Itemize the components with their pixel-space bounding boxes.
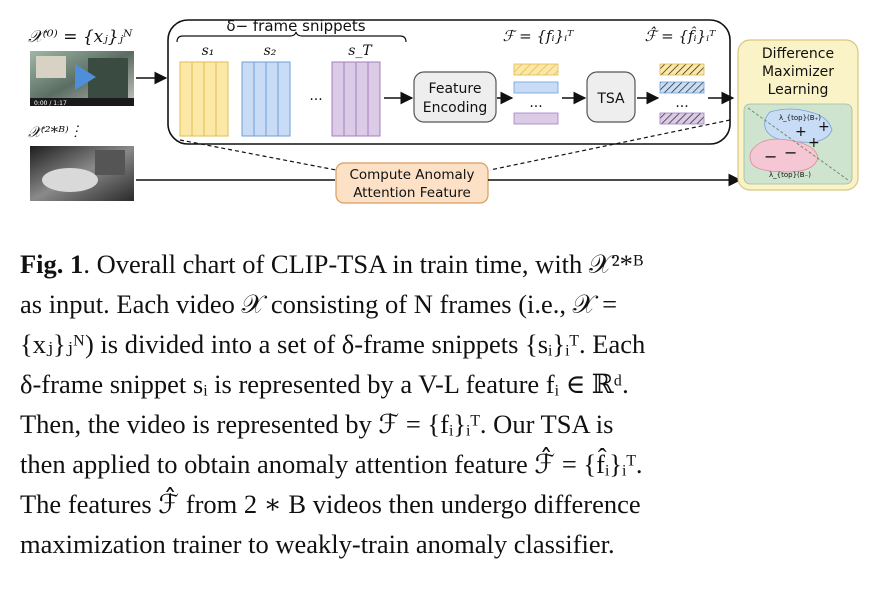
caption-line-8: maximization trainer to weakly-train ano…	[20, 529, 615, 559]
dml-score-negative: λ_{top}(B₋)	[769, 171, 811, 179]
caption-label: Fig. 1	[20, 249, 84, 279]
tsa-box: TSA	[586, 71, 636, 123]
dml-line2: Maximizer	[762, 64, 834, 80]
play-icon	[75, 64, 96, 90]
minus-icon: −	[784, 143, 797, 162]
snippet-1	[179, 61, 229, 137]
dml-score-positive: λ_{top}(B₊)	[779, 114, 821, 122]
feature-bar-T	[513, 112, 559, 125]
plus-icon: +	[818, 119, 830, 135]
features-hat-label: ℱ̂ = {f̂ᵢ}ᵢᵀ	[645, 26, 717, 45]
caption-line-7: The features ℱ̂ from 2 ∗ B videos then u…	[20, 489, 641, 519]
dml-line1: Difference	[762, 46, 834, 62]
feature-encoding-box: Feature Encoding	[413, 71, 497, 123]
normal-cluster	[764, 108, 833, 143]
compute-anomaly-line2: Attention Feature	[353, 185, 471, 201]
caption-line-4: δ-frame snippet sᵢ is represented by a V…	[20, 369, 629, 399]
dml-box: Difference Maximizer Learning λ_{top}(B₊…	[737, 39, 859, 191]
snippet-container	[167, 19, 731, 145]
snippet-2	[241, 61, 291, 137]
feature-encoding-line2: Encoding	[423, 100, 488, 116]
compute-anomaly-box: Compute Anomaly Attention Feature	[335, 162, 489, 204]
input-label-normal: 𝒳⁽⁰⁾ = {xⱼ}ⱼᴺ	[28, 27, 133, 47]
dashed-line-left	[179, 139, 337, 171]
decision-boundary	[747, 107, 849, 181]
caption-line-6: then applied to obtain anomaly attention…	[20, 449, 643, 479]
attn-feature-bar-T	[659, 112, 705, 125]
input-label-batch: 𝒳⁽²*ᴮ⁾ ⋮	[28, 123, 79, 141]
caption-line-5: Then, the video is represented by ℱ = {f…	[20, 409, 614, 439]
caption-line-1: . Overall chart of CLIP-TSA in train tim…	[83, 249, 644, 279]
feature-bar-2	[513, 81, 559, 94]
video-timestamp: 0:00 / 1:17	[34, 100, 67, 107]
plus-icon: +	[808, 135, 820, 151]
attn-feature-bar-1	[659, 63, 705, 76]
plus-icon: +	[795, 124, 807, 140]
snippet-T	[331, 61, 381, 137]
tsa-label: TSA	[596, 91, 625, 107]
caption-line-2: as input. Each video 𝒳 consisting of N f…	[20, 289, 618, 319]
attn-feature-bar-2	[659, 81, 705, 94]
anomaly-cluster	[749, 138, 819, 173]
video-thumbnail-batch	[30, 146, 134, 201]
minus-icon: −	[764, 147, 777, 166]
features-ellipsis: ...	[529, 95, 542, 111]
attn-features-ellipsis: ...	[675, 95, 688, 111]
feature-bar-1	[513, 63, 559, 76]
caption-line-3: {xⱼ}ⱼᴺ) is divided into a set of δ-frame…	[20, 329, 646, 359]
snippet-label-2: s₂	[264, 43, 277, 59]
dashed-line-right	[489, 119, 731, 171]
snippet-label-T: s_T	[348, 43, 373, 59]
features-label: ℱ = {fᵢ}ᵢᵀ	[503, 27, 575, 45]
video-thumbnail-normal: 0:00 / 1:17	[30, 51, 134, 107]
pipeline-diagram: 𝒳⁽⁰⁾ = {xⱼ}ⱼᴺ 𝒳⁽²*ᴮ⁾ ⋮ 0:00 / 1:17 δ− fr…	[28, 17, 859, 204]
compute-anomaly-line1: Compute Anomaly	[349, 167, 474, 183]
snippets-title: δ− frame snippets	[226, 17, 365, 35]
snippets-ellipsis: ...	[309, 88, 322, 104]
figure-caption: Fig. 1. Overall chart of CLIP-TSA in tra…	[20, 244, 858, 564]
feature-encoding-line1: Feature	[429, 81, 482, 97]
dml-line3: Learning	[768, 82, 829, 98]
snippets-brace	[176, 31, 407, 43]
snippet-label-1: s₁	[202, 43, 215, 59]
